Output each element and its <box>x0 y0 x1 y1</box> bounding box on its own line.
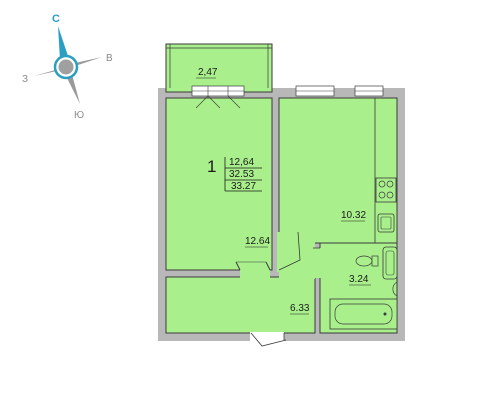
total-area: 32.53 <box>229 169 254 180</box>
compass-west-label: З <box>22 74 28 85</box>
living-room-area: 12.64 <box>245 236 270 247</box>
living-area: 12,64 <box>229 157 254 168</box>
compass-east-label: В <box>106 53 113 64</box>
apartment-info: 1 12,64 32.53 33.27 <box>207 157 262 192</box>
hallway-area: 6.33 <box>290 303 310 314</box>
window-kitchen-left <box>295 85 335 97</box>
compass: С В Ю З <box>22 13 113 121</box>
sink-icon <box>377 213 395 233</box>
hallway <box>165 276 316 334</box>
door-living-room <box>235 261 271 280</box>
rooms-count: 1 <box>207 157 216 176</box>
compass-north-label: С <box>52 13 60 25</box>
door-bathroom <box>313 247 321 278</box>
door-kitchen <box>277 231 301 272</box>
window-kitchen-right <box>354 85 384 97</box>
hallway-upper <box>279 242 315 279</box>
compass-north-arrow <box>58 26 70 62</box>
bathtub-icon <box>329 298 398 330</box>
kitchen-area: 10.32 <box>341 210 366 221</box>
toilet-icon <box>355 255 379 267</box>
stove-icon <box>375 177 397 203</box>
washbasin-icon <box>382 246 398 280</box>
compass-south-label: Ю <box>74 110 84 121</box>
living-room <box>165 97 273 271</box>
total-area-with-balcony: 33.27 <box>231 181 256 192</box>
door-entrance <box>250 332 287 347</box>
washing-machine-arc <box>392 281 398 297</box>
window-balcony <box>191 85 245 109</box>
bathroom-area: 3.24 <box>349 274 369 285</box>
balcony-area: 2,47 <box>198 67 218 78</box>
balcony <box>165 43 273 93</box>
compass-center <box>58 59 74 75</box>
